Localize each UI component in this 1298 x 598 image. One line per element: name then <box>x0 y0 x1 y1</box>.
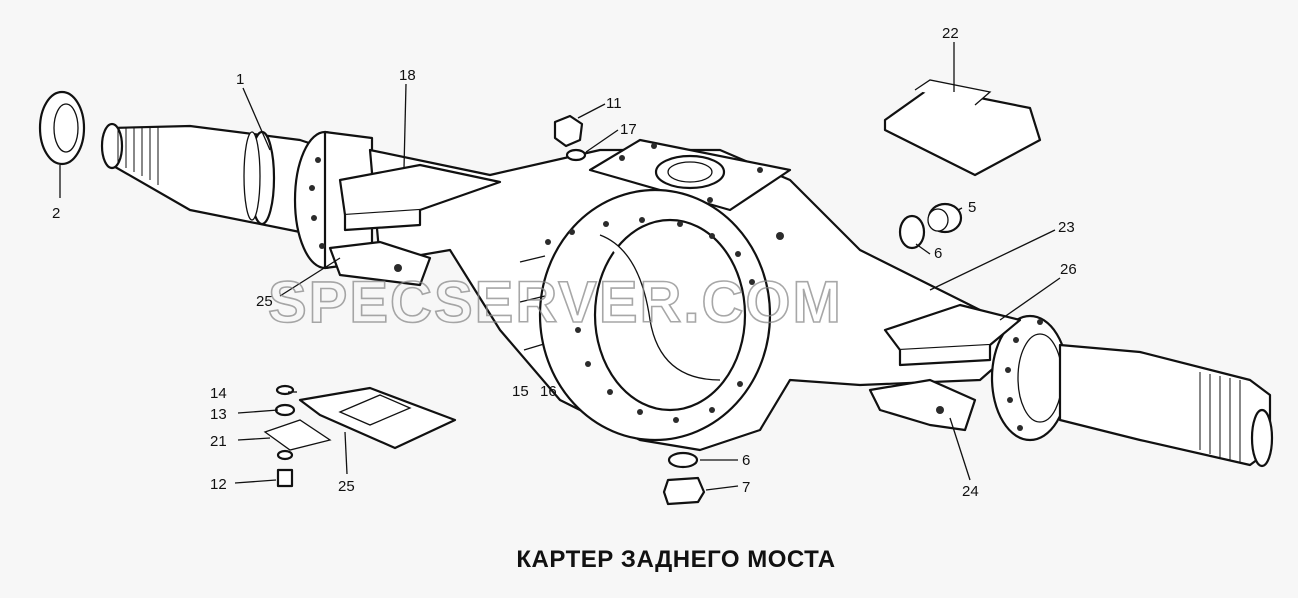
callout-25-lower: 25 <box>338 478 355 495</box>
pad-25-exploded <box>263 386 457 451</box>
callout-1: 1 <box>236 71 244 88</box>
plug-5 <box>927 202 963 234</box>
callout-18: 18 <box>399 67 416 84</box>
drain-plug-7 <box>662 476 706 506</box>
callout-17: 17 <box>620 121 637 138</box>
callout-13: 13 <box>210 406 227 423</box>
washer-6-bottom <box>667 451 699 469</box>
watermark: SPECSERVER.COM <box>268 270 843 335</box>
callout-6-bottom: 6 <box>742 452 750 469</box>
callout-12: 12 <box>210 476 227 493</box>
fasteners-12-14 <box>274 384 296 488</box>
callout-24: 24 <box>962 483 979 500</box>
plug-11 <box>553 114 584 148</box>
callout-7: 7 <box>742 479 750 496</box>
callout-25-upper: 25 <box>256 293 273 310</box>
callout-22: 22 <box>942 25 959 42</box>
callout-23: 23 <box>1058 219 1075 236</box>
callout-11: 11 <box>606 95 622 112</box>
washer-17 <box>565 148 587 162</box>
axle-housing-body <box>368 138 1022 452</box>
diagram-caption: КАРТЕР ЗАДНЕГО МОСТА <box>516 546 836 573</box>
studs-15-16 <box>519 255 546 351</box>
callout-26: 26 <box>1060 261 1077 278</box>
callout-2: 2 <box>52 205 60 222</box>
washer-6-top <box>898 214 926 250</box>
bracket-left-25 <box>328 240 432 287</box>
leader-lines <box>59 42 1061 491</box>
lock-nut-2 <box>38 90 86 166</box>
callout-16: 16 <box>540 383 557 400</box>
spring-pad-left-18 <box>338 163 502 232</box>
callout-21: 21 <box>210 433 227 450</box>
spring-pad-right-26 <box>883 303 1022 367</box>
right-axle-tube <box>990 314 1274 468</box>
callout-5: 5 <box>968 199 976 216</box>
callout-15: 15 <box>512 383 529 400</box>
bracket-right-24 <box>868 378 977 432</box>
callout-14: 14 <box>210 385 227 402</box>
pad-22 <box>883 79 1042 177</box>
callout-6-top: 6 <box>934 245 942 262</box>
